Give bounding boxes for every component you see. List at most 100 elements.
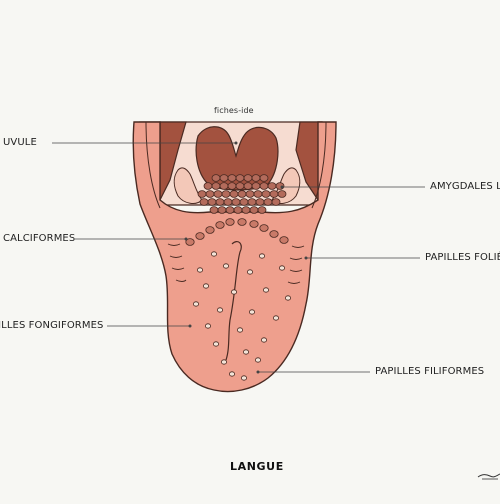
tonsil-nodule: [243, 174, 253, 182]
tonsil-nodule: [207, 198, 217, 206]
fungiform-papilla: [222, 263, 229, 269]
circumvallate-papilla: [279, 236, 289, 244]
circumvallate-papilla: [237, 218, 247, 226]
tonsil-nodule: [239, 198, 249, 206]
fungiform-papilla: [262, 287, 269, 293]
label-filiform: PAPILLES FILIFORMES: [375, 366, 485, 377]
leader-dot-foliate: [304, 256, 308, 260]
tonsil-nodule: [235, 182, 245, 190]
circumvallate-papilla: [185, 238, 195, 246]
tonsil-nodule: [211, 182, 221, 190]
circumvallate-papilla: [259, 224, 269, 232]
tonsil-nodule: [227, 174, 237, 182]
tonsil-nodule: [199, 198, 209, 206]
fungiform-papilla: [242, 349, 249, 355]
tongue-side-right: [311, 121, 327, 209]
tonsil-nodule: [213, 190, 223, 198]
fungiform-papilla: [192, 301, 199, 307]
leader-dot-lingual-tonsils: [280, 185, 284, 189]
fungiform-papilla: [220, 359, 227, 365]
tonsil-nodule: [205, 190, 215, 198]
tonsil-nodule: [255, 198, 265, 206]
fungiform-papilla: [278, 265, 285, 271]
fungiform-papilla: [228, 371, 235, 377]
tonsil-nodule: [259, 182, 269, 190]
tonsil-nodule: [219, 174, 229, 182]
tonsil-nodule: [271, 198, 281, 206]
tonsil-nodule: [253, 190, 263, 198]
tonsil-nodule: [203, 182, 213, 190]
fungiform-papillae: [192, 251, 291, 381]
tonsil-nodule: [243, 182, 253, 190]
tonsil-nodule: [263, 198, 273, 206]
diagram-title: LANGUE: [230, 460, 284, 473]
credit-label: fiches-ide: [214, 106, 254, 115]
circumvallate-papilla: [269, 230, 279, 238]
tongue-body: [132, 121, 337, 393]
circumvallate-papillae: [185, 218, 289, 246]
fungiform-papilla: [284, 295, 291, 301]
lingual-tonsils: [197, 174, 287, 214]
tonsil-nodule: [209, 206, 219, 214]
fungiform-papilla: [260, 337, 267, 343]
tonsil-nodule: [269, 190, 279, 198]
circumvallate-papilla: [225, 218, 235, 226]
tonsil-nodule: [257, 206, 267, 214]
tonsil-nodule: [211, 174, 221, 182]
label-foliate: PAPILLES FOLIÉ: [425, 252, 500, 263]
fungiform-papilla: [258, 253, 265, 259]
label-fungiform: PILLES FONGIFORMES: [0, 320, 104, 331]
tonsil-nodule: [259, 174, 269, 182]
tonsil-nodule: [267, 182, 277, 190]
fungiform-papilla: [202, 283, 209, 289]
tonsil-nodule: [229, 190, 239, 198]
tonsil-nodule: [197, 190, 207, 198]
tonsil-nodule: [245, 190, 255, 198]
circumvallate-papilla: [195, 232, 205, 240]
label-lingual-tonsils: AMYGDALES LI: [430, 181, 500, 192]
tonsil-nodule: [277, 190, 287, 198]
tonsil-nodule: [241, 206, 251, 214]
signature-mark: [477, 473, 500, 480]
fungiform-papilla: [204, 323, 211, 329]
tonsil-nodule: [217, 206, 227, 214]
tonsil-nodule: [235, 174, 245, 182]
tonsil-nodule: [251, 174, 261, 182]
tonsil-nodule: [233, 206, 243, 214]
tonsil-nodule: [215, 198, 225, 206]
tonsil-nodule: [225, 206, 235, 214]
fungiform-papilla: [196, 267, 203, 273]
fungiform-papilla: [212, 341, 219, 347]
median-sulcus: [225, 240, 242, 361]
tonsil-nodule: [237, 190, 247, 198]
tonsil-nodule: [221, 190, 231, 198]
circumvallate-papilla: [205, 226, 215, 234]
leader-dot-filiform: [256, 370, 260, 374]
leader-dot-circumvallate: [184, 237, 188, 241]
circumvallate-papilla: [215, 221, 225, 229]
leader-dot-uvula: [234, 141, 238, 145]
tonsil-nodule: [223, 198, 233, 206]
tonsil-nodule: [261, 190, 271, 198]
fungiform-papilla: [216, 307, 223, 313]
fungiform-papilla: [230, 289, 237, 295]
tonsil-nodule: [227, 182, 237, 190]
fungiform-papilla: [240, 375, 247, 381]
label-circumvallate: CALCIFORMES: [3, 233, 76, 244]
fungiform-papilla: [248, 309, 255, 315]
leader-dot-fungiform: [188, 324, 192, 328]
circumvallate-papilla: [249, 220, 259, 228]
tonsil-nodule: [219, 182, 229, 190]
tonsil-nodule: [247, 198, 257, 206]
fungiform-papilla: [254, 357, 261, 363]
fungiform-papilla: [272, 315, 279, 321]
tonsil-nodule: [249, 206, 259, 214]
fungiform-papilla: [246, 269, 253, 275]
fungiform-papilla: [210, 251, 217, 257]
fungiform-papilla: [236, 327, 243, 333]
label-uvula: UVULE: [3, 137, 37, 148]
foliate-papillae: [167, 243, 305, 284]
tonsil-nodule: [231, 198, 241, 206]
tongue-side-left: [145, 121, 161, 209]
